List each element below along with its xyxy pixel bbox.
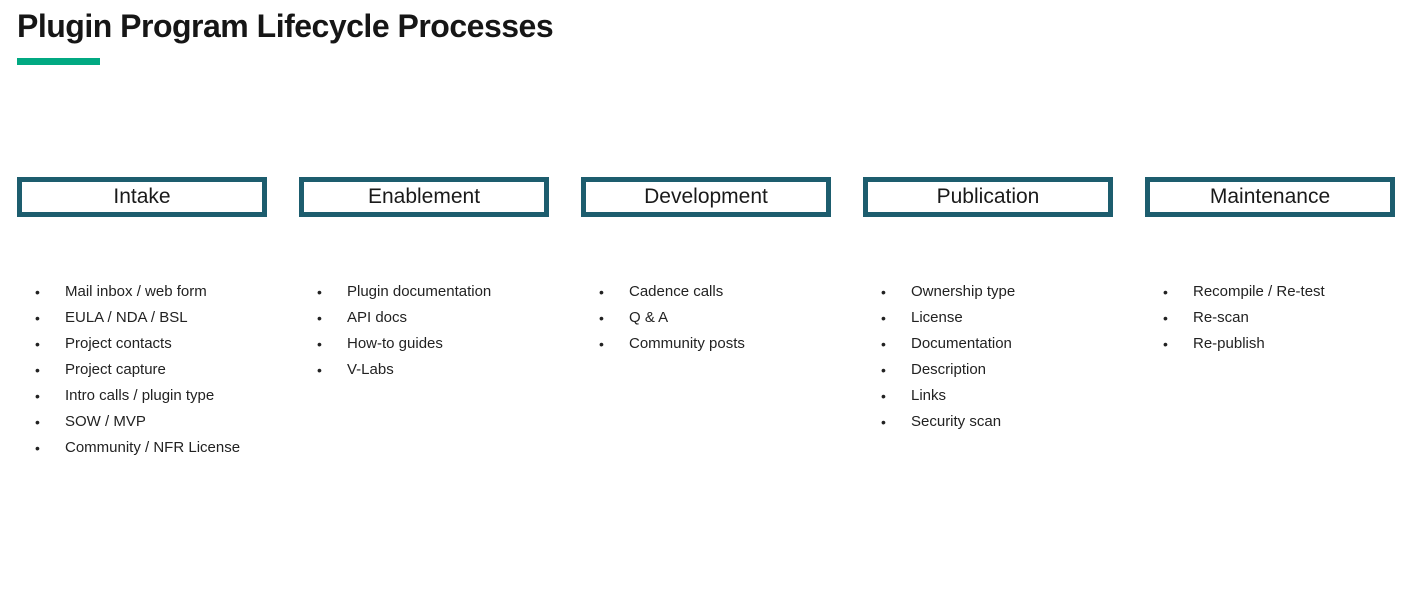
stage-list-development: • Cadence calls • Q & A • Community posts (581, 279, 831, 357)
list-item-text: Recompile / Re-test (1193, 283, 1325, 300)
stage-list-publication: • Ownership type • License • Documentation • De… (863, 279, 1113, 435)
bullet-icon: • (317, 336, 322, 352)
stage-box-intake: Intake (17, 177, 267, 217)
list-item: • Community posts (581, 331, 831, 357)
list-item: • SOW / MVP (17, 409, 267, 435)
list-item: • Links (863, 383, 1113, 409)
bullet-icon: • (881, 388, 886, 404)
title-underline-accent (17, 58, 100, 65)
bullet-icon: • (881, 336, 886, 352)
list-item: • Recompile / Re-test (1145, 279, 1395, 305)
bullet-icon: • (599, 310, 604, 326)
list-item: • Documentation (863, 331, 1113, 357)
list-item: • Re-scan (1145, 305, 1395, 331)
stage-box-publication: Publication (863, 177, 1113, 217)
bullet-icon: • (1163, 310, 1168, 326)
list-item-text: Community / NFR License (65, 439, 241, 456)
column-intake: Intake • Mail inbox / web form • EULA / NDA… (17, 177, 267, 461)
list-item-text: Cadence calls (629, 283, 724, 300)
list-item: • Mail inbox / web form (17, 279, 267, 305)
list-item-text: Mail inbox / web form (65, 283, 207, 300)
column-development: Development • Cadence calls • Q & A • Communi… (581, 177, 831, 461)
stage-header-maintenance: Maintenance (1209, 185, 1331, 208)
stage-header-development: Development (644, 185, 768, 208)
bullet-icon: • (1163, 336, 1168, 352)
list-item-text: SOW / MVP (65, 413, 146, 430)
list-item: • Project contacts (17, 331, 267, 357)
stage-box-maintenance: Maintenance (1145, 177, 1395, 217)
stage-box-enablement: Enablement (299, 177, 549, 217)
column-maintenance: Maintenance • Recompile / Re-test • Re-scan… (1145, 177, 1395, 461)
list-item: • Re-publish (1145, 331, 1395, 357)
list-item-text: Re-scan (1193, 309, 1249, 326)
list-item-text: V-Labs (347, 361, 394, 378)
list-item: • Description (863, 357, 1113, 383)
bullet-icon: • (35, 336, 40, 352)
stage-list-enablement: • Plugin documentation • API docs • How-to gu… (299, 279, 549, 383)
list-item: • Community / NFR License (17, 435, 267, 461)
bullet-icon: • (35, 388, 40, 404)
bullet-icon: • (35, 284, 40, 300)
list-item-text: Project capture (65, 361, 166, 378)
list-item: • API docs (299, 305, 549, 331)
bullet-icon: • (317, 284, 322, 300)
bullet-icon: • (881, 284, 886, 300)
stage-header-intake: Intake (113, 185, 171, 208)
bullet-icon: • (1163, 284, 1168, 300)
list-item: • Intro calls / plugin type (17, 383, 267, 409)
list-item: • Security scan (863, 409, 1113, 435)
stage-list-intake: •Mail inbox / web form•EULA / NDA / BSL•… (17, 279, 267, 461)
list-item-text: EULA / NDA / BSL (65, 309, 188, 326)
page-title: Plugin Program Lifecycle Processes (17, 8, 554, 44)
bullet-icon: • (35, 414, 40, 430)
bullet-icon: • (881, 362, 886, 378)
list-item: • Ownership type (863, 279, 1113, 305)
stage-header-publication: Publication (936, 185, 1040, 208)
list-item: • Project capture (17, 357, 267, 383)
bullet-icon: • (599, 336, 604, 352)
list-item-text: API docs (347, 309, 408, 326)
bullet-icon: • (317, 362, 322, 378)
bullet-icon: • (35, 310, 40, 326)
list-item: • EULA / NDA / BSL (17, 305, 267, 331)
bullet-icon: • (599, 284, 604, 300)
list-item-text: License (911, 309, 963, 326)
list-item: • How-to guides (299, 331, 549, 357)
list-item-text: Community posts (629, 335, 745, 352)
bullet-icon: • (317, 310, 322, 326)
list-item: • V-Labs (299, 357, 549, 383)
list-item-text: Plugin documentation (347, 283, 492, 300)
column-enablement: Enablement • Plugin documentation • API doc… (299, 177, 549, 461)
list-item: • Plugin documentation (299, 279, 549, 305)
stage-box-development: Development (581, 177, 831, 217)
lifecycle-columns: Intake • Mail inbox / web form • EULA / NDA… (17, 177, 1395, 461)
list-item-text: Links (911, 387, 947, 404)
bullet-icon: • (881, 310, 886, 326)
list-item-text: Re-publish (1193, 335, 1265, 352)
stage-header-enablement: Enablement (367, 185, 481, 208)
column-publication: Publication • Ownership type • License • Docu… (863, 177, 1113, 461)
list-item-text: Ownership type (911, 283, 1016, 300)
list-item: • License (863, 305, 1113, 331)
list-item-text: Documentation (911, 335, 1012, 352)
list-item: • Q & A (581, 305, 831, 331)
bullet-icon: • (881, 414, 886, 430)
bullet-icon: • (35, 440, 40, 456)
list-item: • Cadence calls (581, 279, 831, 305)
list-item-text: Security scan (911, 413, 1002, 430)
list-item-text: How-to guides (347, 335, 443, 352)
list-item-text: Q & A (629, 309, 669, 326)
list-item-text: Description (911, 361, 987, 378)
stage-list-maintenance: • Recompile / Re-test • Re-scan • Re-publish (1145, 279, 1395, 357)
bullet-icon: • (35, 362, 40, 378)
list-item-text: Project contacts (65, 335, 172, 352)
list-item-text: Intro calls / plugin type (65, 387, 215, 404)
